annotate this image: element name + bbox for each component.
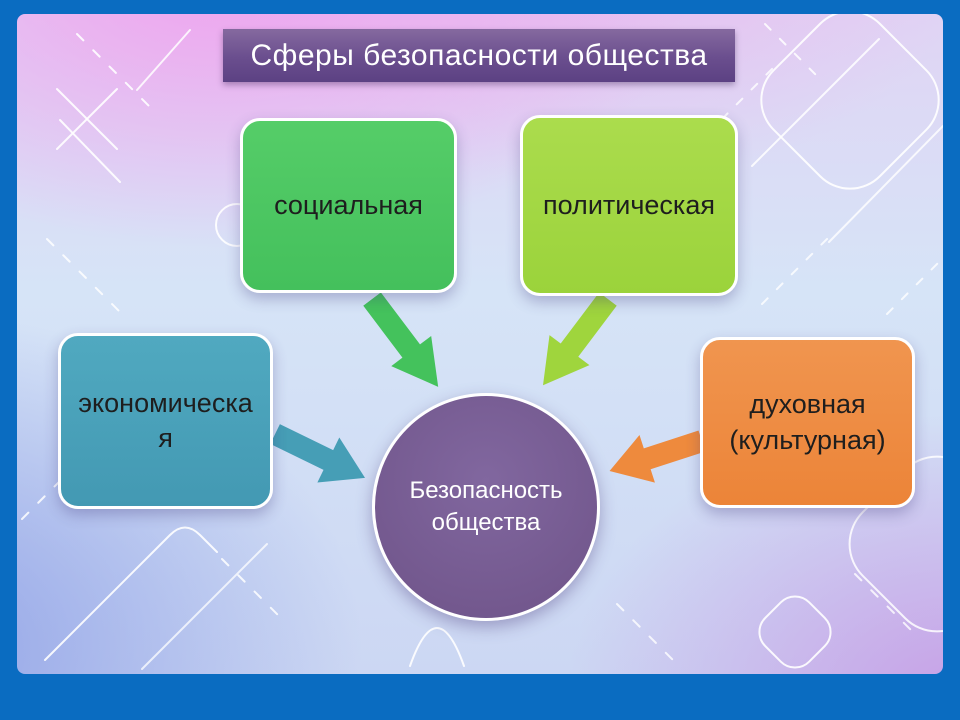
node-political-label: политическая: [543, 189, 715, 220]
node-economic-label: экономическая: [78, 387, 253, 453]
arrow-political-to-center: [519, 282, 630, 404]
center-node-label: Безопасность общества: [409, 476, 563, 536]
arrow-spiritual-to-center: [599, 414, 710, 498]
arrow-social-to-center: [350, 282, 462, 405]
node-social-label: социальная: [274, 189, 423, 220]
node-spiritual-label: духовная (культурная): [729, 389, 886, 455]
arrow-economic-to-center: [263, 409, 379, 504]
slide-canvas: Сферы безопасности общества социальная п…: [17, 14, 943, 674]
slide-title: Сферы безопасности общества: [223, 29, 735, 82]
center-node-security-of-society: Безопасность общества: [372, 393, 600, 621]
node-spiritual: духовная (культурная): [700, 337, 915, 508]
node-political: политическая: [520, 115, 738, 296]
node-economic: экономическая: [58, 333, 273, 509]
node-social: социальная: [240, 118, 457, 293]
